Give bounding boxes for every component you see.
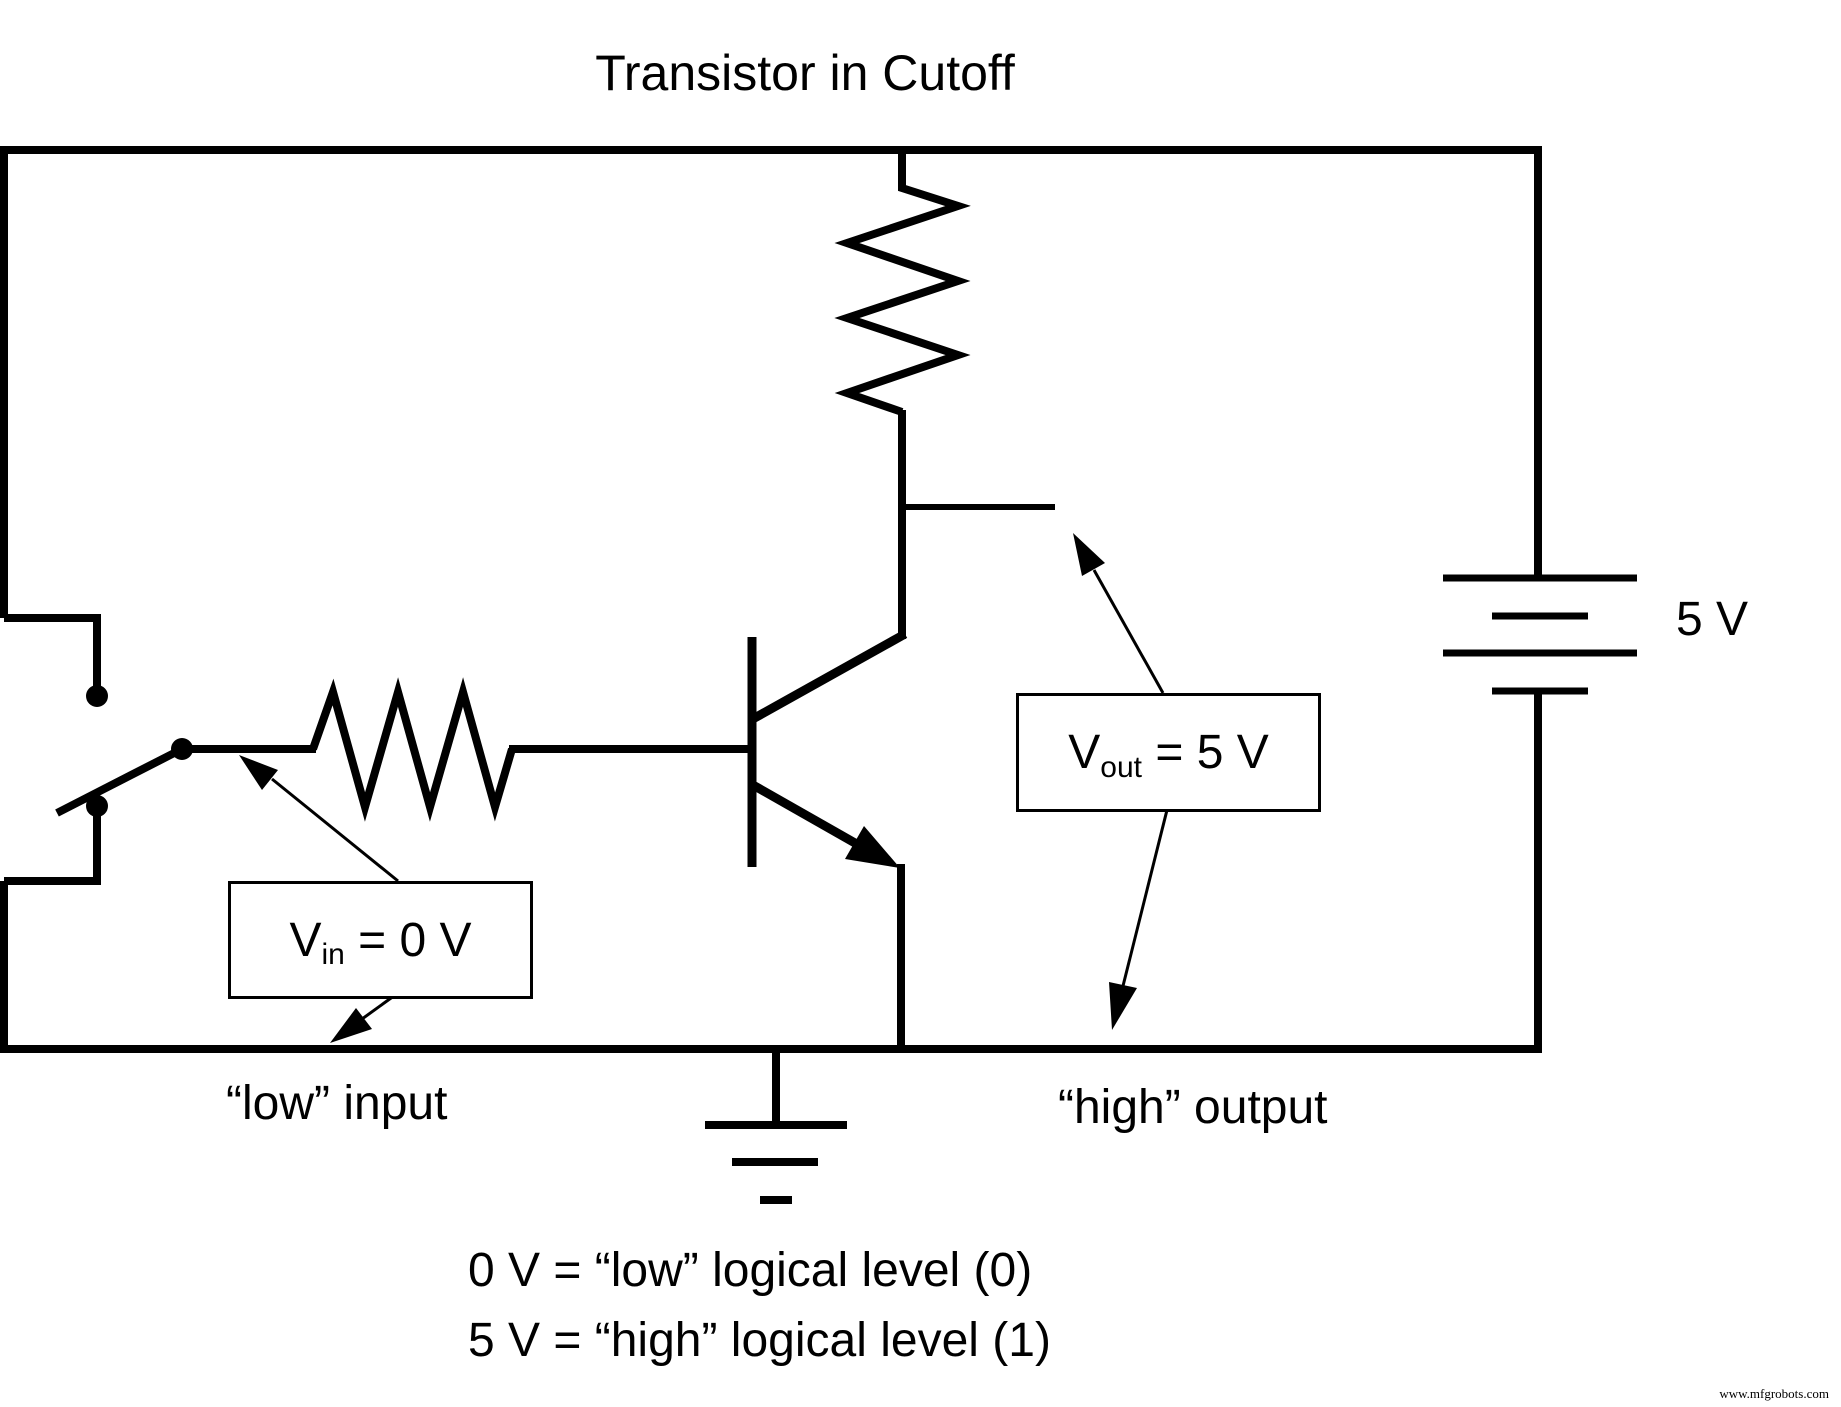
wire-switch-upper-stub xyxy=(4,614,101,688)
vout-arrow-to-tap-line xyxy=(1092,569,1165,694)
vout-symbol: V xyxy=(1068,726,1101,779)
legend-line-low: 0 V = “low” logical level (0) xyxy=(468,1244,1033,1297)
vin-subscript: in xyxy=(321,938,345,971)
vout-arrow-to-rail-head xyxy=(1109,982,1137,1030)
diagram-title: Transistor in Cutoff xyxy=(595,45,1015,101)
vin-value: = 0 V xyxy=(344,913,472,967)
ground-symbol xyxy=(705,1049,847,1204)
input-switch xyxy=(4,614,193,885)
vout-arrow-to-rail-line xyxy=(1120,805,1170,991)
battery xyxy=(1443,574,1637,695)
input-resistor xyxy=(309,677,516,822)
vout-arrow-to-tap-head xyxy=(1073,533,1105,576)
switch-lower-contact-dot xyxy=(86,795,108,817)
transistor xyxy=(747,630,908,868)
switch-upper-contact-dot xyxy=(86,685,108,707)
callout-arrows xyxy=(239,533,1170,1043)
vout-subscript: out xyxy=(1100,750,1142,784)
wire-switch-lower-stub xyxy=(4,812,101,885)
vin-arrow-to-wire-head xyxy=(239,755,278,790)
high-output-label: “high” output xyxy=(1058,1081,1328,1134)
vin-arrow-to-wire-line xyxy=(271,777,399,883)
vout-value: = 5 V xyxy=(1141,726,1269,779)
switch-lever xyxy=(55,745,184,817)
wire-top-rail xyxy=(0,146,1542,618)
watermark: www.mfgrobots.com xyxy=(1719,1386,1829,1401)
vin-symbol: V xyxy=(289,913,322,967)
collector-resistor xyxy=(834,150,971,416)
low-input-label: “low” input xyxy=(226,1077,448,1130)
transistor-emitter-lead xyxy=(750,781,865,851)
wire-bottom-rail xyxy=(0,691,1542,1053)
input-branch xyxy=(182,677,752,822)
vin-arrow-to-rail-head xyxy=(330,1008,372,1043)
battery-voltage-label: 5 V xyxy=(1676,593,1749,646)
transistor-emitter-arrowhead xyxy=(845,826,900,868)
legend-line-high: 5 V = “high” logical level (1) xyxy=(468,1314,1051,1367)
transistor-collector-lead xyxy=(748,630,908,724)
power-loop xyxy=(0,146,1542,1053)
collector-branch xyxy=(834,150,1055,1049)
